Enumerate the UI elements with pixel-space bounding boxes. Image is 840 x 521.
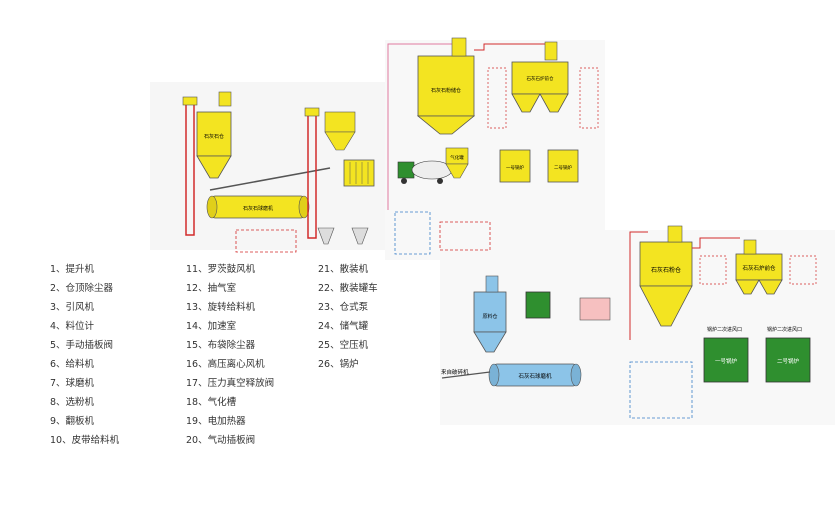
legend-item: 21、散装机	[318, 264, 369, 275]
silo-top-right-label: 石灰石炉前仓	[527, 75, 554, 82]
tank-small-label: 气化罐	[450, 154, 464, 161]
valve-group-lower-c	[629, 361, 693, 419]
legend-item: 9、翻板机	[50, 416, 95, 427]
silo-top-right: 石灰石炉前仓	[511, 41, 569, 113]
feed-line	[441, 371, 491, 379]
separator	[324, 111, 356, 151]
pipe-top-left	[387, 43, 452, 210]
legend-col-3: 21、散装机 22、散装罐车 23、仓式泵 24、储气罐 25、空压机 26、锅炉	[318, 260, 378, 374]
feed-from-label: 来自破碎机	[441, 368, 469, 376]
legend-item: 13、旋转给料机	[186, 302, 256, 313]
valve-group-mid	[394, 211, 431, 255]
boiler-1-label: 一号锅炉	[715, 357, 738, 365]
belt-conveyor	[209, 167, 331, 191]
valve-group-right	[439, 221, 491, 251]
legend-item: 5、手动插板阀	[50, 340, 114, 351]
boiler-1: 一号锅炉	[703, 337, 749, 383]
port-a-label: 锅炉二次进风口	[707, 326, 742, 333]
bulk-loader-b	[351, 227, 369, 245]
legend-item: 14、加速室	[186, 321, 237, 332]
legend-item: 11、罗茨鼓风机	[186, 264, 256, 275]
legend-item: 20、气动插板阀	[186, 435, 256, 446]
bucket-elevator-left	[182, 96, 198, 236]
silo-big-label: 石灰石粉仓	[651, 266, 681, 274]
port-b-label: 锅炉二次进风口	[767, 326, 802, 333]
furnace-b: 二号锅炉	[547, 149, 579, 183]
legend-item: 4、料位计	[50, 321, 95, 332]
legend-col-1: 1、提升机 2、仓顶除尘器 3、引风机 4、料位计 5、手动插板阀 6、给料机 7、球磨机 8…	[50, 260, 119, 450]
legend-item: 12、抽气室	[186, 283, 237, 294]
pipe-top-right	[474, 43, 548, 51]
legend-item: 8、选粉机	[50, 397, 95, 408]
legend-col-2: 11、罗茨鼓风机 12、抽气室 13、旋转给料机 14、加速室 15、布袋除尘器 16、高…	[186, 260, 274, 450]
legend-item: 18、气化槽	[186, 397, 237, 408]
legend-item: 7、球磨机	[50, 378, 95, 389]
bulk-loader-a	[317, 227, 335, 245]
legend-item: 6、给料机	[50, 359, 95, 370]
silo-top: 石灰石粉储仓	[416, 37, 476, 135]
boiler-2-label: 二号锅炉	[777, 357, 800, 365]
silo-top-label: 石灰石粉储仓	[431, 87, 461, 94]
bulk-truck	[397, 160, 453, 184]
separator-right	[579, 297, 611, 321]
legend-item: 25、空压机	[318, 340, 369, 351]
boiler-2: 二号锅炉	[765, 337, 811, 383]
mill-left-label: 石灰石球磨机	[243, 205, 273, 212]
silo-left-label: 石灰石仓	[204, 133, 224, 140]
tank-small: 气化罐	[445, 147, 469, 179]
legend-item: 19、电加热器	[186, 416, 246, 427]
ball-mill-right: 石灰石球磨机	[488, 363, 582, 387]
ball-mill-left: 石灰石球磨机	[206, 195, 310, 219]
valve-group-lower-a	[699, 255, 727, 285]
silo-furnace: 石灰石炉前仓	[735, 239, 783, 295]
raw-silo: 原料仓	[473, 275, 507, 353]
legend-item: 23、仓式泵	[318, 302, 369, 313]
pipe-lower-left	[629, 231, 648, 340]
silo-furnace-label: 石灰石炉前仓	[742, 264, 776, 272]
furnace-b-label: 二号锅炉	[554, 164, 572, 171]
legend-item: 26、锅炉	[318, 359, 359, 370]
blower-fan	[525, 291, 551, 319]
bag-filter	[343, 159, 375, 187]
raw-silo-label: 原料仓	[482, 313, 497, 320]
valve-group-left	[235, 229, 297, 253]
legend-item: 17、压力真空释放阀	[186, 378, 275, 389]
furnace-a-label: 一号锅炉	[506, 164, 524, 171]
furnace-a: 一号锅炉	[499, 149, 531, 183]
silo-left: 石灰石仓	[196, 91, 232, 179]
legend-item: 10、皮带给料机	[50, 435, 120, 446]
valve-column-a	[487, 67, 507, 129]
pipe-lower-right	[692, 237, 740, 249]
valve-column-b	[579, 67, 599, 129]
legend-item: 2、仓顶除尘器	[50, 283, 114, 294]
mill-right-label: 石灰石球磨机	[518, 372, 552, 380]
legend-item: 1、提升机	[50, 264, 95, 275]
legend-item: 16、高压离心风机	[186, 359, 265, 370]
legend-item: 24、储气罐	[318, 321, 369, 332]
legend-item: 15、布袋除尘器	[186, 340, 256, 351]
valve-group-lower-b	[789, 255, 817, 285]
silo-big: 石灰石粉仓	[639, 225, 693, 327]
bucket-elevator-right	[304, 107, 320, 239]
legend-item: 22、散装罐车	[318, 283, 378, 294]
legend-item: 3、引风机	[50, 302, 95, 313]
